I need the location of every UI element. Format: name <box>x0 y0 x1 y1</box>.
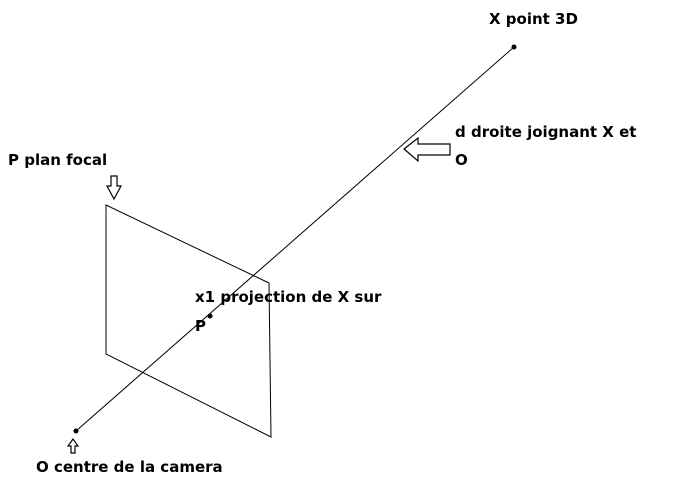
label-focal-plane: P plan focal <box>8 151 107 169</box>
point-x <box>511 44 517 50</box>
label-line-d: d droite joignant X et <box>455 123 636 141</box>
line-d <box>75 46 515 432</box>
focal-plane <box>105 204 272 438</box>
label-projection: x1 projection de X sur <box>195 288 382 306</box>
arrow-left-icon <box>403 136 451 163</box>
arrow-down-icon <box>105 175 123 201</box>
label-point-x: X point 3D <box>489 10 578 28</box>
point-o-camera-center <box>73 428 79 434</box>
point-x1-projection <box>207 313 213 319</box>
label-projection-cont: P <box>195 317 206 335</box>
label-line-d-cont: O <box>455 151 468 169</box>
label-camera-center: O centre de la camera <box>36 458 223 476</box>
arrow-up-icon <box>66 437 80 454</box>
